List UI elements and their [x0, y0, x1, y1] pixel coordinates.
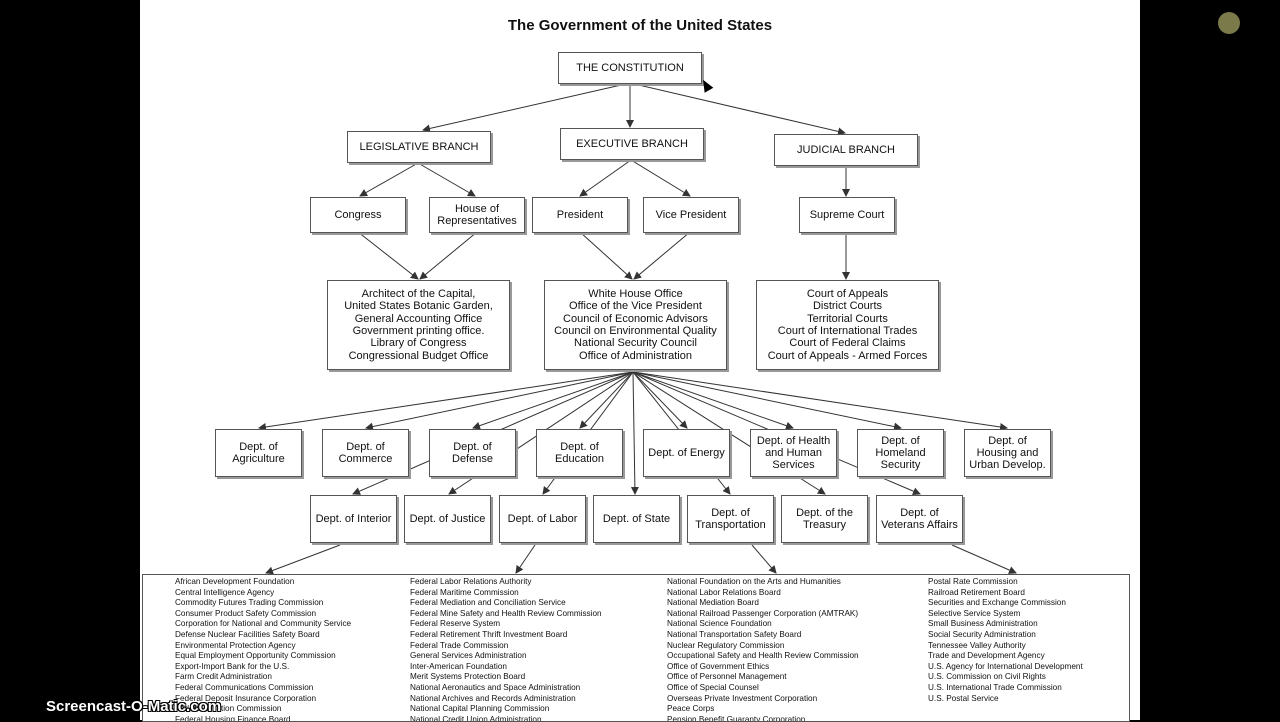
agency-item: Federal Communications Commission [175, 682, 314, 692]
judicial-courts-box: Court of Appeals District Courts Territo… [756, 280, 939, 370]
agency-item: Small Business Administration [928, 619, 1038, 629]
agency-item: Federal Deposit Insurance Corporation [175, 693, 317, 703]
agency-item: U.S. Commission on Civil Rights [928, 672, 1046, 682]
agency-item: U.S. Agency for International Developmen… [928, 661, 1083, 671]
agency-item: Postal Rate Commission [928, 577, 1018, 586]
dept-agriculture-box: Dept. of Agriculture [215, 429, 302, 477]
dept-education-box: Dept. of Education [536, 429, 623, 477]
agency-item: Export-Import Bank for the U.S. [175, 661, 290, 671]
chart-title: The Government of the United States [507, 17, 773, 34]
agency-item: Federal Mine Safety and Health Review Co… [410, 608, 602, 618]
dept-state-box: Dept. of State [593, 495, 680, 543]
agency-item: Federal Mediation and Conciliation Servi… [410, 598, 566, 608]
dept-labor-box: Dept. of Labor [499, 495, 586, 543]
recorder-indicator-icon [1218, 12, 1240, 34]
agency-item: National Archives and Records Administra… [410, 693, 576, 703]
dept-veterans-box: Dept. of Veterans Affairs [876, 495, 963, 543]
agency-item: Federal Labor Relations Authority [410, 577, 532, 586]
agency-item: Trade and Development Agency [928, 651, 1045, 661]
agency-item: Peace Corps [667, 704, 715, 714]
house-box: House of Representatives [429, 197, 525, 233]
legislative-branch-box: LEGISLATIVE BRANCH [347, 131, 491, 163]
executive-branch-box: EXECUTIVE BRANCH [560, 128, 704, 160]
agency-item: Federal Maritime Commission [410, 587, 519, 597]
agency-item: Office of Personnel Management [667, 672, 787, 682]
watermark: Screencast-O-Matic.com [46, 698, 222, 715]
executive-offices-box: White House Office Office of the Vice Pr… [544, 280, 727, 370]
dept-transportation-box: Dept. of Transportation [687, 495, 774, 543]
agency-item: Office of Government Ethics [667, 661, 770, 671]
agency-item: U.S. International Trade Commission [928, 682, 1062, 692]
agency-item: Overseas Private Investment Corporation [667, 693, 818, 703]
agency-item: National Labor Relations Board [667, 587, 781, 597]
agency-item: Social Security Administration [928, 629, 1036, 639]
agency-item: Defense Nuclear Facilities Safety Board [175, 629, 320, 639]
agency-item: Federal Election Commission [175, 704, 282, 714]
agency-item: Merit Systems Protection Board [410, 672, 526, 682]
agency-item: Equal Employment Opportunity Commission [175, 651, 336, 661]
agency-item: Central Intelligence Agency [175, 587, 275, 597]
org-chart-document: The Government of the United States THE … [140, 0, 1140, 722]
agency-item: National Science Foundation [667, 619, 772, 629]
agency-item: Commodity Futures Trading Commission [175, 598, 324, 608]
agency-item: Farm Credit Administration [175, 672, 272, 682]
agency-item: Federal Trade Commission [410, 640, 509, 650]
agency-item: Federal Retirement Thrift Investment Boa… [410, 629, 568, 639]
dept-defense-box: Dept. of Defense [429, 429, 516, 477]
agency-item: Inter-American Foundation [410, 661, 507, 671]
dept-commerce-box: Dept. of Commerce [322, 429, 409, 477]
agency-item: Pension Benefit Guaranty Corporation [667, 714, 806, 722]
dept-homeland-box: Dept. of Homeland Security [857, 429, 944, 477]
agency-item: National Aeronautics and Space Administr… [410, 682, 581, 692]
judicial-branch-box: JUDICIAL BRANCH [774, 134, 918, 166]
agency-item: Federal Reserve System [410, 619, 501, 629]
agency-item: Selective Service System [928, 608, 1021, 618]
dept-justice-box: Dept. of Justice [404, 495, 491, 543]
agency-item: National Mediation Board [667, 598, 759, 608]
agency-item: Securities and Exchange Commission [928, 598, 1066, 608]
dept-treasury-box: Dept. of the Treasury [781, 495, 868, 543]
agency-item: Occupational Safety and Health Review Co… [667, 651, 859, 661]
constitution-box: THE CONSTITUTION [558, 52, 702, 84]
agency-item: Environmental Protection Agency [175, 640, 296, 650]
agency-column-3: National Foundation on the Arts and Huma… [667, 577, 859, 722]
agency-item: National Foundation on the Arts and Huma… [667, 577, 841, 586]
agency-item: Tennessee Valley Authority [928, 640, 1026, 650]
agency-item: National Credit Union Administration [410, 714, 542, 722]
dept-housing-box: Dept. of Housing and Urban Develop. [964, 429, 1051, 477]
congress-box: Congress [310, 197, 406, 233]
legislative-offices-box: Architect of the Capital, United States … [327, 280, 510, 370]
agency-item: National Capital Planning Commission [410, 704, 550, 714]
agency-item: Railroad Retirement Board [928, 587, 1025, 597]
agency-item: Federal Housing Finance Board [175, 714, 291, 722]
agency-item: Nuclear Regulatory Commission [667, 640, 785, 650]
agency-item: National Transportation Safety Board [667, 629, 802, 639]
dept-interior-box: Dept. of Interior [310, 495, 397, 543]
agency-item: Consumer Product Safety Commission [175, 608, 317, 618]
supreme-court-box: Supreme Court [799, 197, 895, 233]
agency-item: U.S. Postal Service [928, 693, 999, 703]
dept-energy-box: Dept. of Energy [643, 429, 730, 477]
agency-item: Office of Special Counsel [667, 682, 759, 692]
agency-item: Corporation for National and Community S… [175, 619, 352, 629]
president-box: President [532, 197, 628, 233]
agency-item: National Railroad Passenger Corporation … [667, 608, 859, 618]
agency-item: African Development Foundation [175, 577, 295, 586]
dept-health-box: Dept. of Health and Human Services [750, 429, 837, 477]
vice-president-box: Vice President [643, 197, 739, 233]
agency-item: General Services Administration [410, 651, 527, 661]
